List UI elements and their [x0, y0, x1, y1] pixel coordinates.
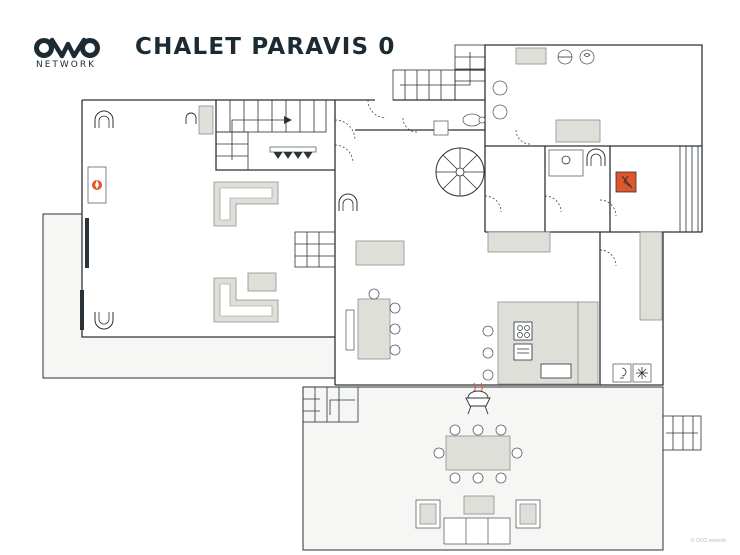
door-swings [334, 99, 617, 267]
sideboard [355, 240, 405, 266]
staircase-top-left [215, 99, 327, 171]
sofa-icon [213, 181, 279, 227]
stair-arrow [284, 116, 292, 124]
hall-cabinet [487, 231, 551, 253]
laundry-area [492, 47, 601, 143]
staircase-top-center [392, 44, 486, 101]
bedroom-fireplace-icon [615, 171, 637, 193]
desk-chair-icon [185, 105, 214, 135]
bbq-icon [465, 382, 491, 415]
sink-icon [540, 363, 572, 379]
shower-icon [548, 149, 584, 177]
armchair-icon [94, 312, 114, 330]
lamp-icon [269, 146, 317, 159]
dining-table-icon [345, 288, 401, 360]
armchair-icon [94, 110, 114, 128]
armchair-icon [338, 193, 358, 211]
brand-name: NETWORK [35, 60, 97, 70]
balcony-slats [679, 146, 699, 232]
snowflake-icon [632, 363, 652, 383]
staircase-lower-left [302, 386, 359, 423]
kitchen-island [482, 301, 599, 385]
outdoor-dining-table-icon [433, 424, 523, 484]
outdoor-lounge [415, 495, 541, 545]
sofa-icon [213, 277, 279, 323]
counter-right [639, 231, 663, 321]
light-bulb-icon [612, 363, 632, 383]
staircase-right [662, 415, 702, 451]
spiral-staircase-icon [435, 147, 485, 197]
logo-icon [34, 37, 100, 59]
dryer-icon [579, 49, 595, 65]
coffee-table [247, 272, 277, 292]
page-title: CHALET PARAVIS 0 [135, 34, 396, 60]
armchair-icon [586, 148, 606, 166]
credit-text: © OVO network [690, 538, 726, 544]
building-fill [82, 45, 702, 385]
toilet-icon [433, 113, 486, 136]
stove-icon [513, 321, 533, 341]
staircase-left-mid [294, 231, 336, 268]
tv-icon [85, 218, 89, 268]
fireplace-icon [87, 166, 107, 204]
window-left-lower [80, 290, 84, 330]
